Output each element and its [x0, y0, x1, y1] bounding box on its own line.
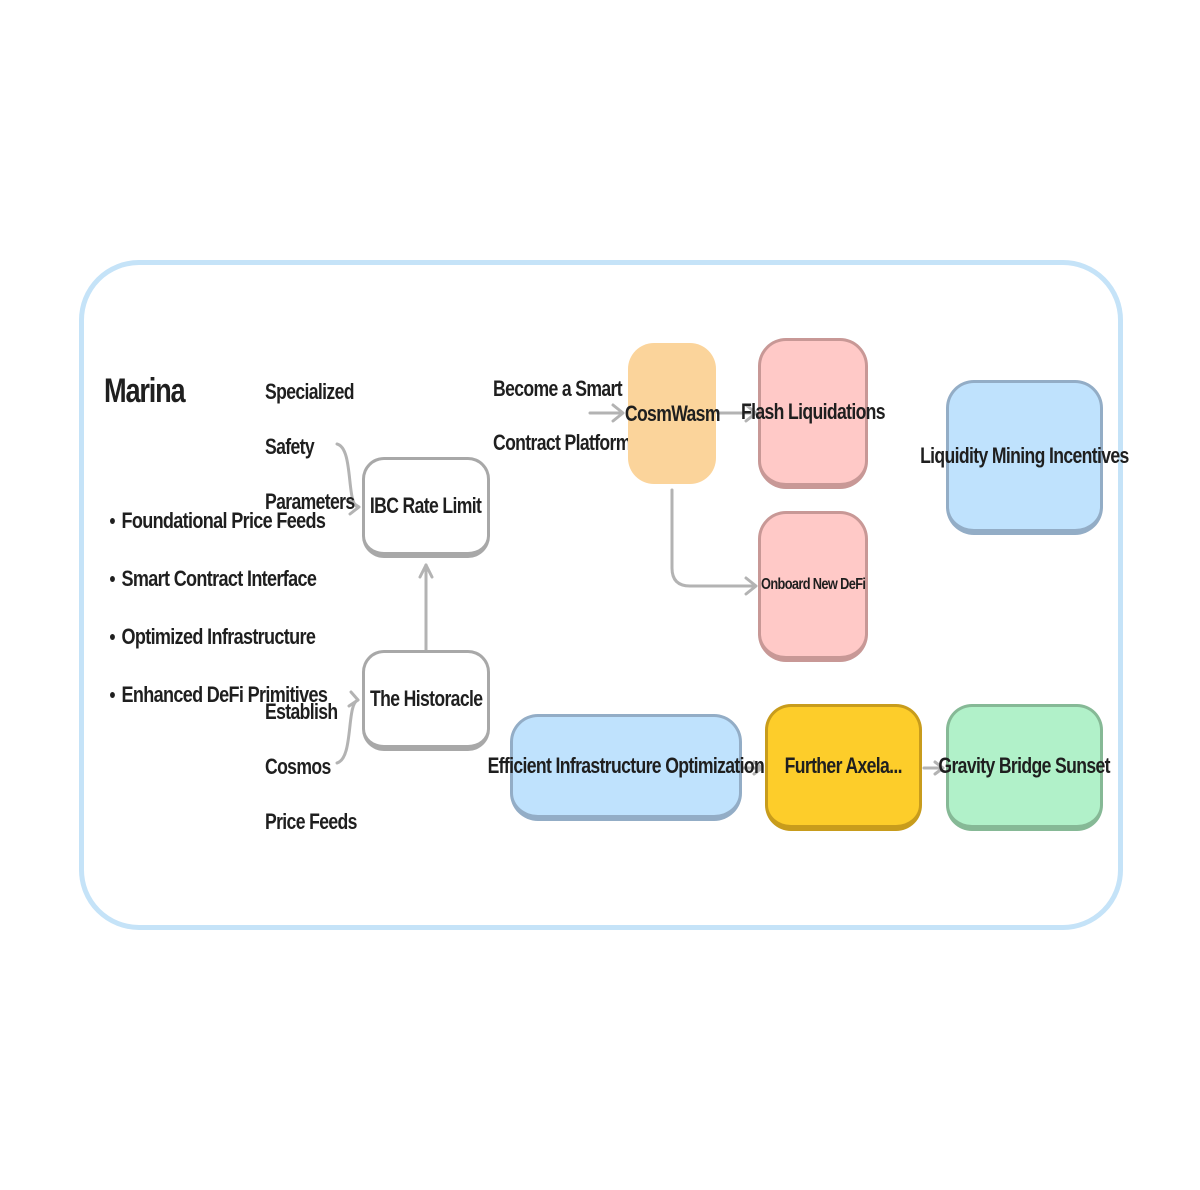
node-gravity-bridge-sunset[interactable]: Gravity Bridge Sunset	[939, 704, 1111, 831]
node-cosmwasm[interactable]: CosmWasm	[625, 343, 720, 484]
node-flash-liquidations[interactable]: Flash Liquidations	[741, 338, 886, 489]
label-safety-parameters: Specialized Safety Parameters	[265, 379, 355, 514]
edge-cosmwasm-to-onboard	[670, 488, 757, 588]
label-smart-contract-platform: Become a Smart Contract Platform	[493, 376, 631, 455]
goal-item: Smart Contract Interface	[110, 562, 327, 620]
group-title: Marina	[104, 372, 186, 410]
goal-item: Foundational Price Feeds	[110, 504, 327, 562]
label-cosmos-price-feeds: Establish Cosmos Price Feeds	[265, 699, 357, 834]
node-ibc-rate-limit[interactable]: IBC Rate Limit	[362, 457, 490, 558]
goal-item: Enhanced DeFi Primitives	[110, 678, 328, 736]
node-liquidity-mining-incentives[interactable]: Liquidity Mining Incentives	[920, 380, 1129, 535]
node-onboard-new-defi[interactable]: Onboard New DeFi	[758, 511, 868, 662]
node-further-axelar[interactable]: Further Axela...	[765, 704, 922, 831]
goal-item: Optimized Infrastructure	[110, 620, 327, 678]
goals-list: Foundational Price Feeds Smart Contract …	[110, 504, 375, 736]
node-efficient-infrastructure-optimization[interactable]: Efficient Infrastructure Optimization	[488, 714, 765, 821]
marina-group-frame	[79, 260, 1123, 930]
node-the-historacle[interactable]: The Historacle	[362, 650, 490, 751]
